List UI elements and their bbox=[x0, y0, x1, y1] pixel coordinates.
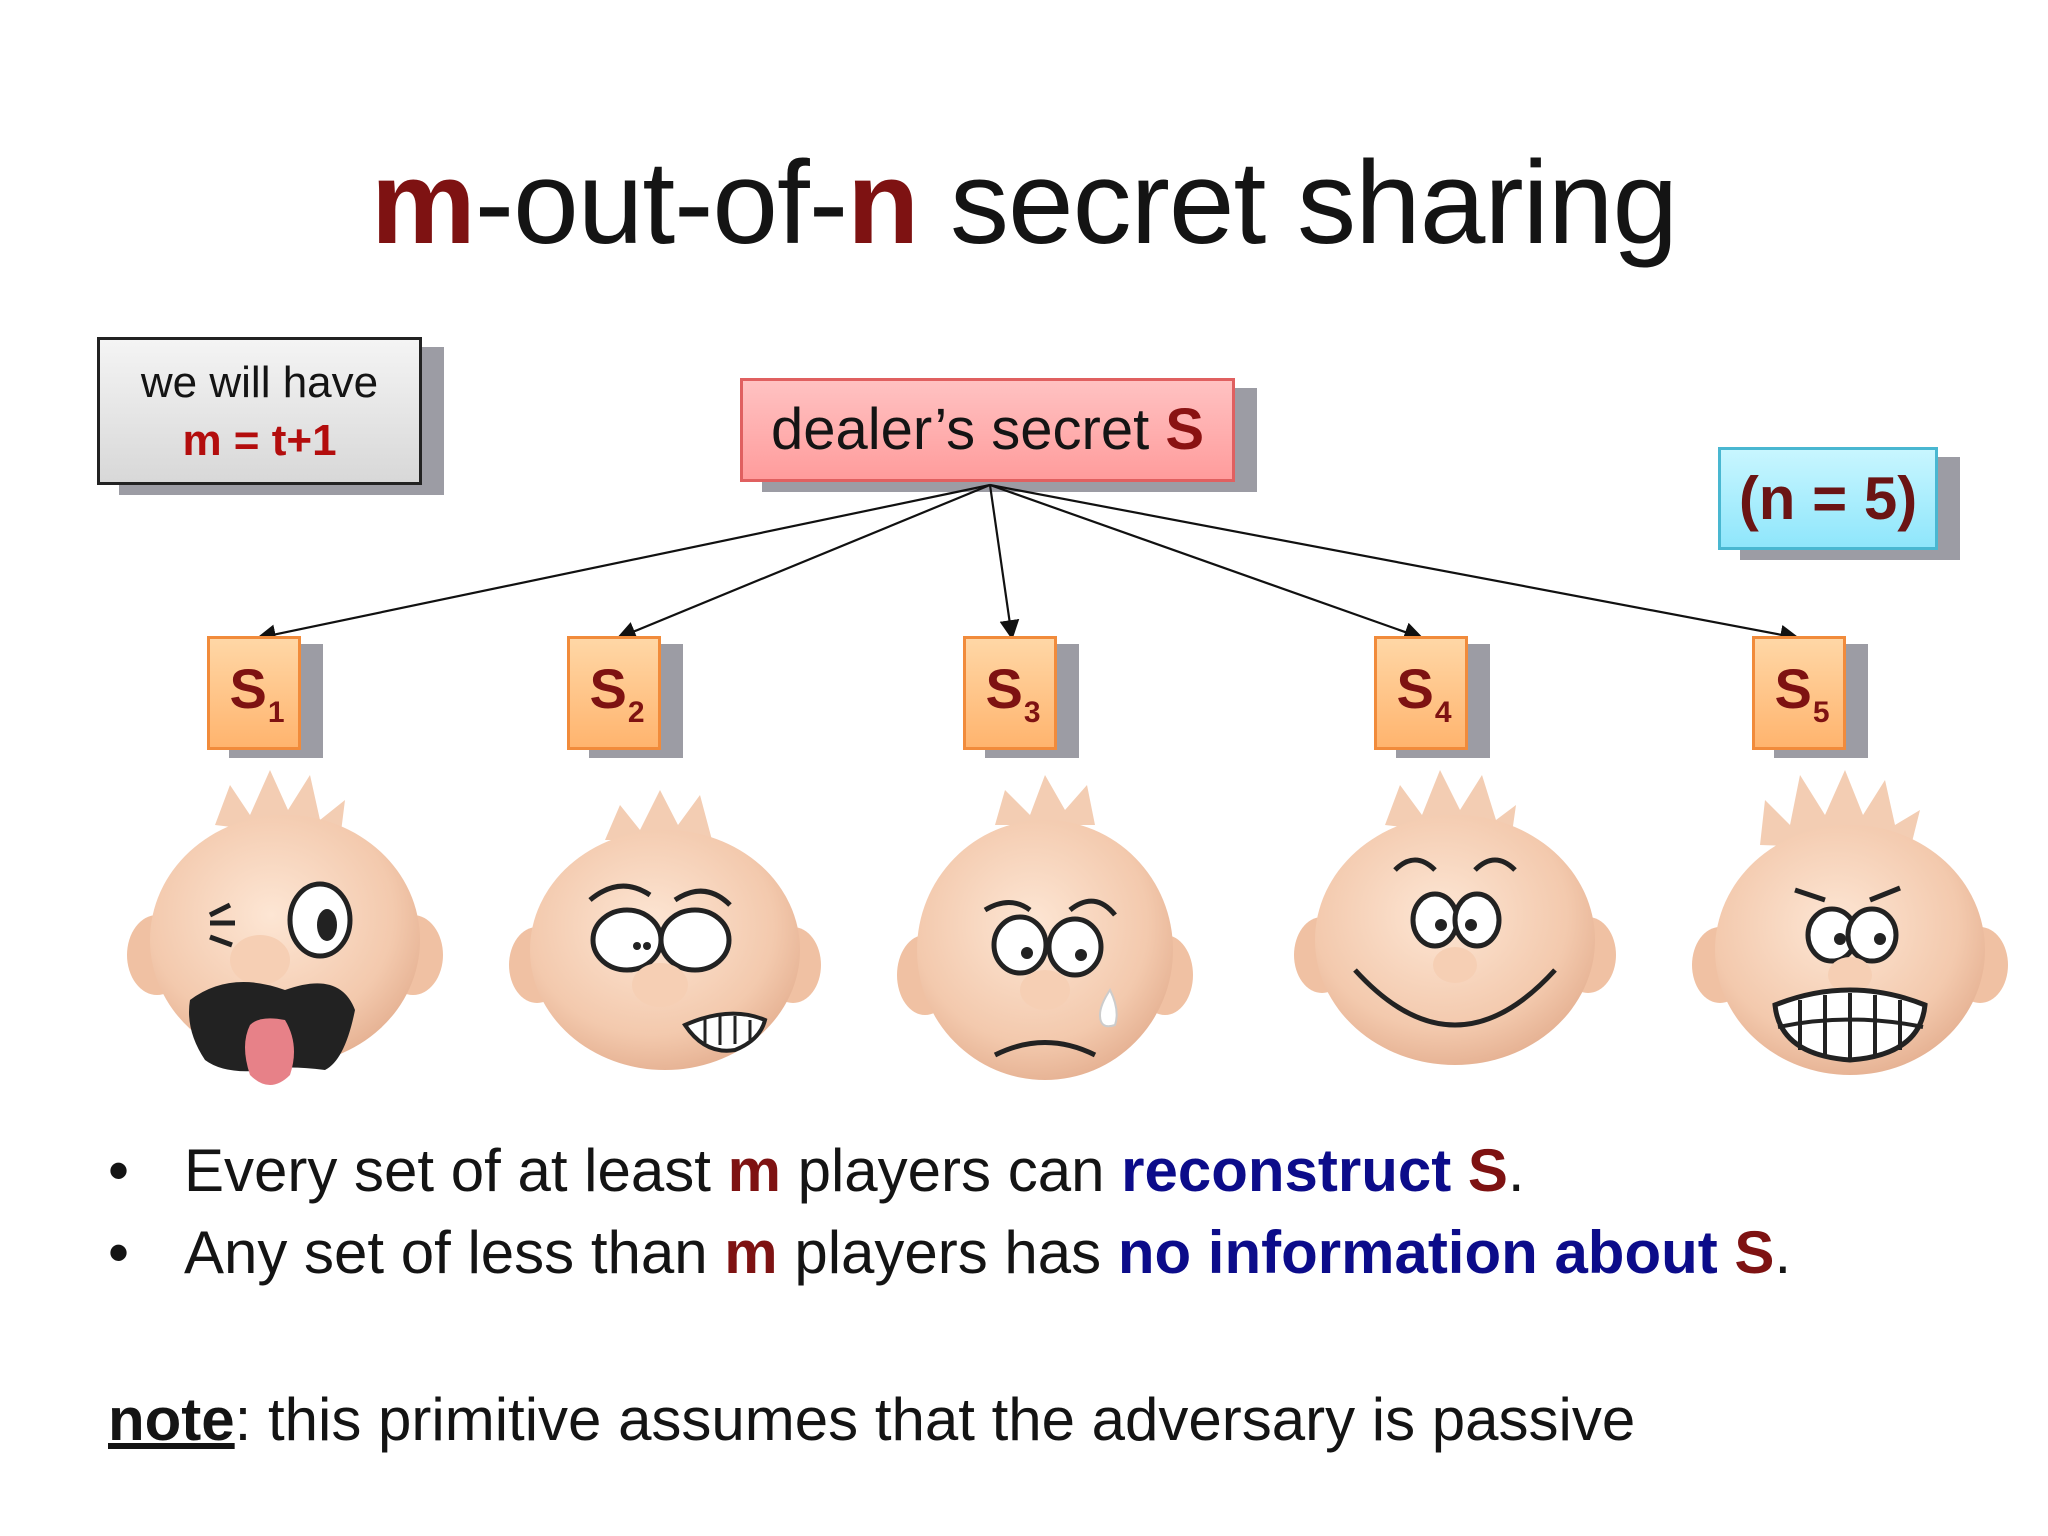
share-3-index: 3 bbox=[1023, 696, 1041, 729]
slide-title: m-out-of-n secret sharing bbox=[0, 128, 2048, 278]
share-1-label: S1 bbox=[207, 636, 301, 750]
player-2-face-icon bbox=[509, 790, 821, 1070]
share-3-letter: S bbox=[985, 657, 1023, 720]
player-1-face-icon bbox=[127, 770, 443, 1085]
arrow-to-share-3 bbox=[988, 484, 1020, 640]
share-1-index: 1 bbox=[267, 696, 285, 729]
title-end: secret sharing bbox=[918, 137, 1678, 269]
bullet-1-text-a: Every set of at least bbox=[184, 1137, 728, 1204]
bullet-item-no-information: • Any set of less than m players has no … bbox=[108, 1212, 1791, 1294]
bullet-dot: • bbox=[108, 1219, 130, 1286]
bullet-1-text-b: players can bbox=[780, 1137, 1122, 1204]
share-2: S2 bbox=[567, 636, 683, 758]
footnote-text: : this primitive assumes that the advers… bbox=[234, 1386, 1636, 1453]
arrow-to-share-4 bbox=[989, 483, 1424, 642]
dealer-box-face: dealer’s secret S bbox=[740, 378, 1235, 482]
player-3-face-icon bbox=[897, 775, 1193, 1080]
share-2-label: S2 bbox=[567, 636, 661, 750]
bullet-2-period: . bbox=[1774, 1219, 1792, 1286]
bullet-2-text-a: Any set of less than bbox=[184, 1219, 725, 1286]
bullet-list: • Every set of at least m players can re… bbox=[108, 1130, 1791, 1294]
arrow-to-share-2 bbox=[616, 483, 991, 641]
bullet-2-m: m bbox=[724, 1219, 778, 1286]
share-5-index: 5 bbox=[1812, 696, 1830, 729]
footnote-keyword: note bbox=[108, 1386, 235, 1453]
share-5: S5 bbox=[1752, 636, 1868, 758]
bullet-2-text-b: players has bbox=[777, 1219, 1118, 1286]
title-n: n bbox=[847, 137, 919, 269]
title-m: m bbox=[370, 137, 476, 269]
share-5-label: S5 bbox=[1752, 636, 1846, 750]
dealer-label: dealer’s secret bbox=[770, 397, 1166, 462]
dealer-secret-box: dealer’s secret S bbox=[740, 378, 1257, 492]
share-4: S4 bbox=[1374, 636, 1490, 758]
note-box-face: we will have m = t+1 bbox=[97, 337, 422, 485]
note-box-line1: we will have bbox=[140, 358, 379, 407]
bullet-1-emphasis: reconstruct bbox=[1121, 1137, 1468, 1204]
share-3: S3 bbox=[963, 636, 1079, 758]
share-2-index: 2 bbox=[627, 696, 645, 729]
bullet-item-reconstruct: • Every set of at least m players can re… bbox=[108, 1130, 1791, 1212]
footnote: note: this primitive assumes that the ad… bbox=[108, 1380, 1635, 1460]
bullet-1-m: m bbox=[727, 1137, 781, 1204]
share-1: S1 bbox=[207, 636, 323, 758]
share-1-letter: S bbox=[229, 657, 267, 720]
n-value-box: (n = 5) bbox=[1718, 447, 1960, 560]
share-4-letter: S bbox=[1396, 657, 1434, 720]
arrow-to-share-1 bbox=[256, 483, 991, 645]
share-4-index: 4 bbox=[1434, 696, 1452, 729]
title-middle: -out-of- bbox=[474, 137, 848, 269]
dealer-secret-symbol: S bbox=[1165, 397, 1205, 462]
note-box: we will have m = t+1 bbox=[97, 337, 444, 495]
bullet-1-period: . bbox=[1507, 1137, 1525, 1204]
player-4-face-icon bbox=[1294, 770, 1616, 1065]
n-value-label: (n = 5) bbox=[1718, 447, 1938, 550]
arrow-to-share-5 bbox=[989, 483, 1800, 645]
share-5-letter: S bbox=[1774, 657, 1812, 720]
share-4-label: S4 bbox=[1374, 636, 1468, 750]
bullet-2-emphasis: no information about bbox=[1117, 1219, 1735, 1286]
bullet-2-s: S bbox=[1734, 1219, 1775, 1286]
bullet-dot: • bbox=[108, 1137, 130, 1204]
bullet-1-s: S bbox=[1467, 1137, 1508, 1204]
note-box-line2: m = t+1 bbox=[182, 416, 337, 465]
player-5-face-icon bbox=[1692, 770, 2008, 1075]
footnote-keyword-text: note bbox=[108, 1386, 235, 1453]
share-3-label: S3 bbox=[963, 636, 1057, 750]
share-2-letter: S bbox=[589, 657, 627, 720]
